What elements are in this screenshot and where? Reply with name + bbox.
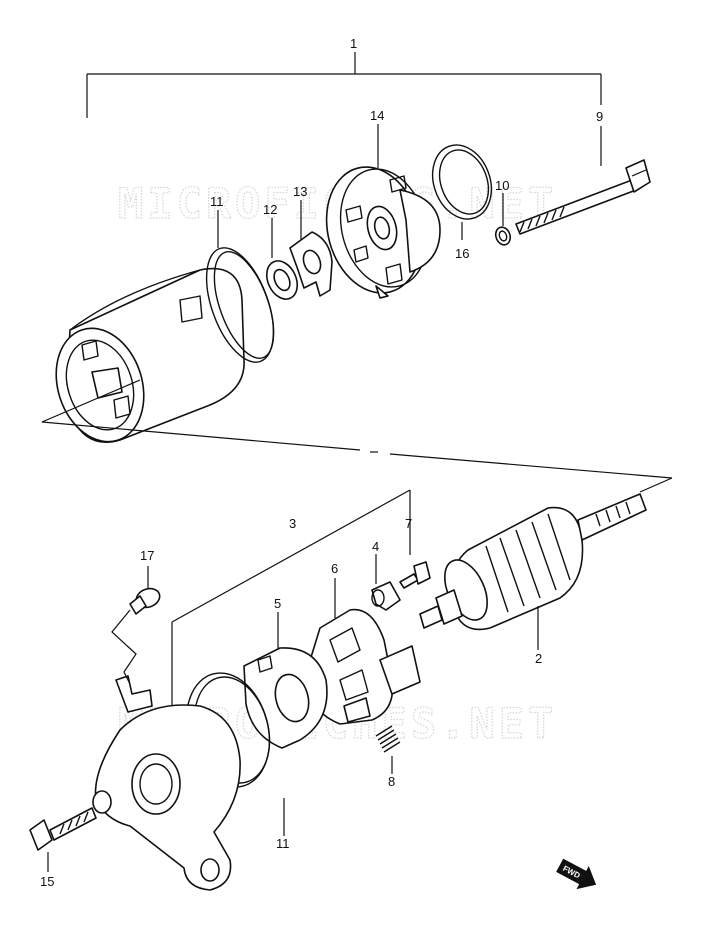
callout-5: 5 — [274, 596, 281, 611]
callout-11-bottom: 11 — [276, 836, 290, 851]
callout-11-top: 11 — [210, 194, 224, 209]
callout-1: 1 — [350, 36, 357, 51]
bolt-17 — [129, 587, 161, 615]
through-bolt-9 — [515, 159, 651, 235]
callout-10: 10 — [495, 178, 509, 193]
end-cover-housing — [92, 675, 241, 891]
assembly-divider-lines — [41, 379, 673, 493]
ground-wire — [111, 609, 137, 685]
leader-lines — [47, 124, 602, 872]
callout-14: 14 — [370, 108, 384, 123]
motor-yoke-housing — [55, 267, 245, 444]
bolt-15 — [29, 807, 97, 851]
o-ring-11-top-inner — [213, 251, 275, 359]
brush-4 — [371, 581, 401, 611]
callout-6: 6 — [331, 561, 338, 576]
brush-plate-5 — [243, 647, 328, 749]
assembly-bracket-1 — [86, 52, 602, 118]
screw-7 — [399, 561, 431, 589]
assembly-bracket-3 — [171, 489, 411, 710]
callout-3: 3 — [289, 516, 296, 531]
callout-12: 12 — [263, 202, 277, 217]
callout-17: 17 — [140, 548, 154, 563]
callout-13: 13 — [293, 184, 307, 199]
o-ring-10 — [494, 226, 512, 246]
callout-15: 15 — [40, 874, 54, 889]
gasket-16 — [431, 144, 493, 220]
callout-16: 16 — [455, 246, 469, 261]
armature-2 — [419, 493, 647, 631]
callout-8: 8 — [388, 774, 395, 789]
callout-4: 4 — [372, 539, 379, 554]
spring-8 — [375, 725, 401, 753]
end-housing-14 — [325, 166, 441, 299]
fwd-arrow-icon: FWD — [556, 858, 597, 890]
callout-2: 2 — [535, 651, 542, 666]
callout-9: 9 — [596, 109, 603, 124]
callout-7: 7 — [405, 516, 412, 531]
